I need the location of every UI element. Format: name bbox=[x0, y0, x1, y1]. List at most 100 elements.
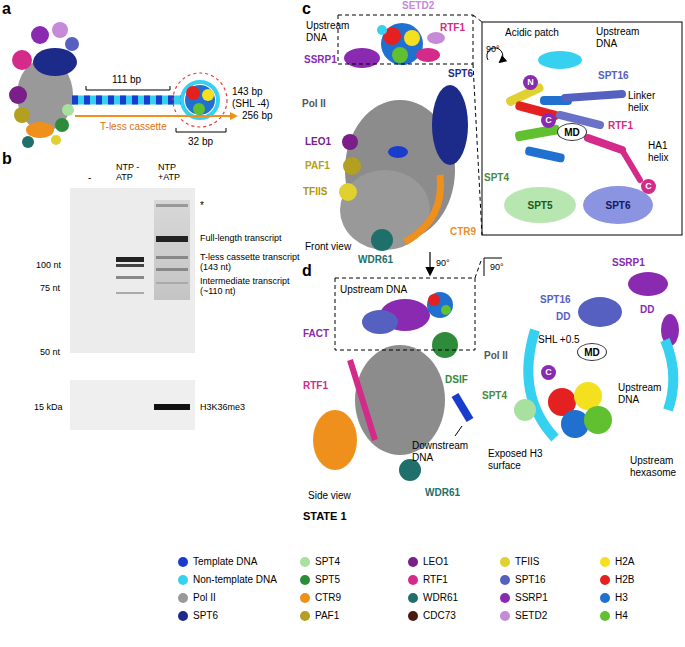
protein-label: PAF1 bbox=[305, 160, 330, 172]
marker-size: 100 nt bbox=[36, 260, 61, 270]
lane-header: - bbox=[88, 172, 91, 184]
terminus-marker: C bbox=[541, 365, 556, 380]
annotation-label: Exposed H3 surface bbox=[488, 448, 546, 471]
annotation-label: 143 bp (SHL -4) bbox=[232, 86, 278, 109]
legend-text: SSRP1 bbox=[515, 592, 548, 603]
annotation-label: Upstream DNA bbox=[306, 20, 346, 43]
lane-header: NTP -ATP bbox=[116, 162, 146, 183]
annotation-label: DD bbox=[556, 311, 570, 323]
legend-text: RTF1 bbox=[423, 574, 448, 585]
annotation-label: 90° bbox=[486, 44, 500, 54]
annotation-label: Full-length transcript bbox=[200, 233, 282, 243]
legend-item: Non-template DNA bbox=[178, 574, 277, 585]
legend-item: H2B bbox=[600, 574, 634, 585]
legend-swatch bbox=[300, 593, 310, 603]
marker-size: 15 kDa bbox=[34, 402, 63, 412]
legend-item: SPT4 bbox=[300, 556, 340, 567]
legend-item: H3 bbox=[600, 592, 628, 603]
protein-label: RTF1 bbox=[608, 120, 633, 132]
legend-swatch bbox=[600, 611, 610, 621]
legend-swatch bbox=[408, 611, 418, 621]
terminus-marker: C bbox=[541, 113, 556, 128]
legend-text: WDR61 bbox=[423, 592, 458, 603]
legend-text: SPT5 bbox=[315, 574, 340, 585]
protein-label: RTF1 bbox=[303, 380, 328, 392]
protein-label: WDR61 bbox=[425, 487, 460, 499]
legend-text: TFIIS bbox=[515, 556, 539, 567]
panel-letter: a bbox=[2, 0, 11, 18]
legend-item: SSRP1 bbox=[500, 592, 548, 603]
protein-label: SPT6 bbox=[448, 68, 473, 80]
marker-size: 75 nt bbox=[40, 283, 60, 293]
legend-item: SPT5 bbox=[300, 574, 340, 585]
legend-swatch bbox=[300, 575, 310, 585]
node-text: MD bbox=[584, 347, 600, 358]
legend-swatch bbox=[600, 593, 610, 603]
legend-text: H4 bbox=[615, 610, 628, 621]
annotation-label: T-less cassette bbox=[100, 121, 167, 133]
legend-text: Non-template DNA bbox=[193, 574, 277, 585]
protein-label: DSIF bbox=[445, 374, 468, 386]
annotation-label: Upstream DNA bbox=[618, 382, 664, 405]
annotation-label: Intermediate transcript (~110 nt) bbox=[200, 276, 300, 297]
annotation-label: Downstream DNA bbox=[412, 440, 472, 463]
protein-label: LEO1 bbox=[305, 136, 331, 148]
legend-swatch bbox=[500, 575, 510, 585]
node-text: SPT5 bbox=[527, 200, 552, 211]
legend-swatch bbox=[300, 611, 310, 621]
legend-text: H2B bbox=[615, 574, 634, 585]
legend-item: H2A bbox=[600, 556, 634, 567]
protein-label: FACT bbox=[303, 328, 329, 340]
protein-label: SPT4 bbox=[484, 172, 509, 184]
protein-label: CTR9 bbox=[450, 226, 476, 238]
legend-swatch bbox=[600, 557, 610, 567]
annotation-label: 256 bp bbox=[242, 110, 273, 122]
legend-text: LEO1 bbox=[423, 556, 449, 567]
protein-blob: SPT5 bbox=[504, 187, 576, 223]
legend-item: WDR61 bbox=[408, 592, 458, 603]
legend-swatch bbox=[178, 557, 188, 567]
legend-swatch bbox=[500, 557, 510, 567]
legend-item: PAF1 bbox=[300, 610, 339, 621]
legend-item: CDC73 bbox=[408, 610, 456, 621]
annotation-label: H3K36me3 bbox=[200, 402, 245, 412]
protein-label: SSRP1 bbox=[304, 54, 337, 66]
legend-item: LEO1 bbox=[408, 556, 449, 567]
legend-swatch bbox=[300, 557, 310, 567]
domain-ellipse: MD bbox=[557, 123, 587, 141]
lane-header: NTP +ATP bbox=[158, 162, 188, 183]
annotation-label: SHL +0.5 bbox=[538, 334, 580, 346]
legend-swatch bbox=[178, 593, 188, 603]
annotation-label: Upstream DNA bbox=[340, 284, 407, 296]
annotation-label: Front view bbox=[305, 241, 351, 253]
panel-letter: d bbox=[302, 262, 312, 280]
marker-size: 50 nt bbox=[40, 347, 60, 357]
node-text: C bbox=[645, 182, 652, 192]
legend-item: TFIIS bbox=[500, 556, 539, 567]
domain-ellipse: MD bbox=[577, 343, 607, 361]
node-text: N bbox=[527, 78, 534, 88]
protein-label: WDR61 bbox=[358, 254, 393, 266]
legend-text: SETD2 bbox=[515, 610, 547, 621]
terminus-marker: N bbox=[523, 75, 538, 90]
annotation-label: 90° bbox=[490, 262, 504, 272]
legend-text: H3 bbox=[615, 592, 628, 603]
legend-swatch bbox=[408, 575, 418, 585]
legend-swatch bbox=[178, 575, 188, 585]
legend-item: SPT6 bbox=[178, 610, 218, 621]
legend-swatch bbox=[500, 593, 510, 603]
protein-blob: SPT6 bbox=[583, 186, 653, 224]
legend-swatch bbox=[178, 611, 188, 621]
panel-letter: c bbox=[302, 0, 311, 18]
protein-label: Pol II bbox=[302, 98, 326, 110]
protein-label: SETD2 bbox=[402, 0, 434, 12]
protein-label: SPT4 bbox=[482, 390, 507, 402]
protein-label: Pol II bbox=[484, 350, 508, 362]
node-text: C bbox=[545, 116, 552, 126]
panel-letter: b bbox=[2, 150, 12, 168]
legend-text: PAF1 bbox=[315, 610, 339, 621]
annotation-label: Upstream DNA bbox=[596, 26, 642, 49]
legend-item: CTR9 bbox=[300, 592, 341, 603]
legend-text: CDC73 bbox=[423, 610, 456, 621]
